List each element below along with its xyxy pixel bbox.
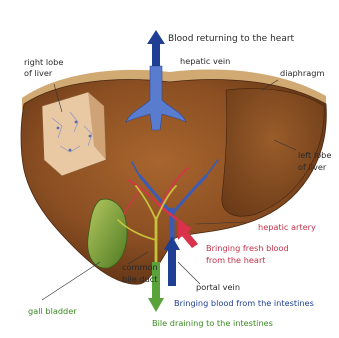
label-fresh-blood-line2: from the heart <box>206 255 266 265</box>
label-diaphragm: diaphragm <box>280 68 324 78</box>
label-gall-bladder: gall bladder <box>28 306 77 316</box>
label-left-lobe-line2: of liver <box>298 162 326 172</box>
label-fresh-blood-line1: Bringing fresh blood <box>206 243 289 253</box>
blood-returning-arrow <box>147 30 165 66</box>
label-left-lobe-line1: left lobe <box>298 150 331 160</box>
label-bile-draining: Bile draining to the intestines <box>152 318 273 328</box>
label-hepatic-artery: hepatic artery <box>258 222 316 232</box>
label-common-bile-line2: bile duct <box>122 274 158 284</box>
label-blood-returning: Blood returning to the heart <box>168 34 294 44</box>
label-common-bile-line1: common <box>122 262 158 272</box>
label-hepatic-vein: hepatic vein <box>180 56 230 66</box>
label-right-lobe-line1: right lobe <box>24 57 63 67</box>
label-portal-vein: portal vein <box>196 282 240 292</box>
gall-bladder <box>88 199 127 268</box>
label-right-lobe-line2: of liver <box>24 68 52 78</box>
label-from-intestines: Bringing blood from the intestines <box>174 298 314 308</box>
